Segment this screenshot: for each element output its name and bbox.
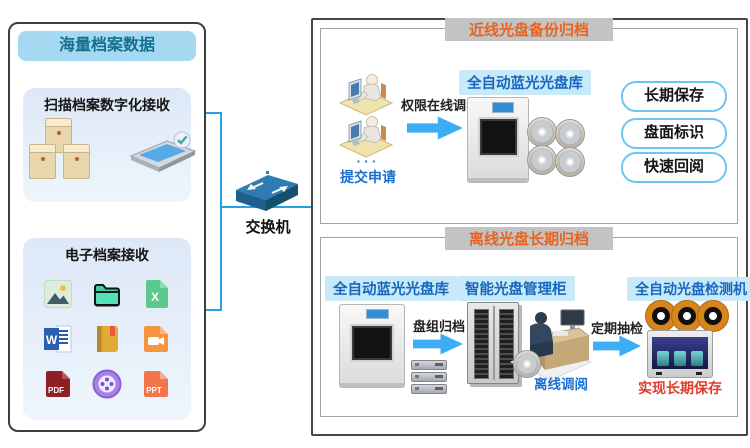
word-letter: W <box>46 333 58 347</box>
disc-icon <box>555 119 585 149</box>
archive-box-icon <box>29 144 56 179</box>
machine-screen <box>350 323 394 363</box>
disc-detector-image <box>647 330 713 378</box>
disc-detector-label: 全自动光盘检测机 <box>627 277 750 301</box>
disc-icon <box>527 145 557 175</box>
scanner-icon <box>129 131 197 172</box>
user-at-computer-icon <box>338 116 394 158</box>
disc-icon <box>527 117 557 147</box>
panel-title: 海量档案数据 <box>18 31 196 61</box>
media-app-icon <box>92 369 122 399</box>
smart-cabinet-label: 智能光盘管理柜 <box>457 276 575 301</box>
image-file-icon <box>44 280 72 308</box>
bluray-library-image <box>467 97 529 183</box>
feature-quick-recall: 快速回阅 <box>621 152 727 183</box>
connector-line <box>220 112 222 311</box>
machine-screen <box>477 117 519 157</box>
offline-title-tab: 离线光盘长期归档 <box>444 227 614 250</box>
ellipsis-dots: ··· <box>356 153 380 169</box>
offline-review-label: 离线调阅 <box>534 377 588 392</box>
word-file-icon: W <box>44 325 72 353</box>
pdf-file-icon: PDF <box>46 371 70 397</box>
disc-spindle-icon <box>697 300 729 332</box>
disc-spindle-icons <box>645 300 729 332</box>
flow-arrow-icon <box>413 333 463 355</box>
connector-line <box>204 309 222 311</box>
connector-line <box>204 112 222 114</box>
submit-request-label: 提交申请 <box>340 169 396 185</box>
cabinet-slot-column <box>473 309 489 379</box>
video-file-icon <box>144 326 168 352</box>
cabinet-slot-column <box>499 309 514 379</box>
feature-long-term-save: 长期保存 <box>621 81 727 112</box>
electronic-section: 电子档案接收 X <box>23 238 191 420</box>
bluray-library-image <box>339 304 405 388</box>
archive-data-panel: 海量档案数据 扫描档案数字化接收 电子档案接收 <box>8 22 206 432</box>
user-at-computer-icon <box>338 74 394 116</box>
archive-box-icon <box>63 144 90 179</box>
detector-window <box>652 336 708 369</box>
network-switch-icon <box>236 171 298 211</box>
excel-file-icon: X <box>146 280 168 308</box>
ppt-letters: PPT <box>146 386 162 395</box>
bluray-library-label: 全自动蓝光光盘库 <box>459 70 591 95</box>
folder-icon <box>94 284 120 307</box>
scan-section-title: 扫描档案数字化接收 <box>44 97 170 113</box>
offline-archive-box: 离线光盘长期归档 全自动蓝光光盘库 盘组归档 智能光盘管理柜 <box>320 227 750 417</box>
feature-disc-labeling: 盘面标识 <box>621 118 727 149</box>
book-icon <box>97 326 118 352</box>
pdf-letters: PDF <box>48 386 64 395</box>
nearline-archive-box: 近线光盘备份归档 ··· 提交申请 权限在线调阅 全自动蓝光光盘库 <box>320 18 738 224</box>
nearline-title-tab: 近线光盘备份归档 <box>444 18 614 41</box>
disc-cabinet-image <box>467 302 519 384</box>
disc-icon <box>513 350 541 378</box>
bluray-library-label: 全自动蓝光光盘库 <box>325 276 457 301</box>
machine-mini-screen <box>365 309 390 320</box>
online-permission-label: 权限在线调阅 <box>401 98 480 113</box>
long-term-result-label: 实现长期保存 <box>638 380 722 396</box>
ppt-file-icon: PPT <box>144 371 168 397</box>
flow-arrow-icon <box>593 335 641 357</box>
periodic-inspection-label: 定期抽检 <box>591 321 644 336</box>
electronic-section-title: 电子档案接收 <box>65 247 149 263</box>
disc-icon <box>555 147 585 177</box>
flow-arrow-icon <box>407 116 463 140</box>
server-stack-icon <box>411 360 447 396</box>
machine-mini-screen <box>492 102 515 113</box>
excel-letter: X <box>151 290 159 304</box>
scan-section: 扫描档案数字化接收 <box>23 88 197 202</box>
disc-group-archive-label: 盘组归档 <box>413 319 466 334</box>
switch-label: 交换机 <box>245 219 291 236</box>
file-type-grid: X W <box>23 278 191 400</box>
